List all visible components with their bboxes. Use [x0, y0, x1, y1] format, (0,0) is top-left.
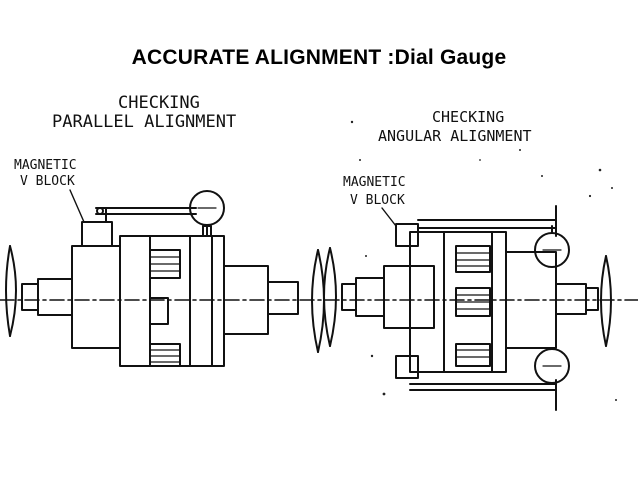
left-coupling-hub — [72, 246, 120, 348]
magnetic-v-block-icon — [82, 222, 112, 246]
r-left-shaft — [356, 278, 384, 316]
scan-specks — [350, 120, 617, 401]
coupling-jaw-bottom — [150, 344, 180, 366]
coupling-half-right — [150, 236, 190, 366]
right-vblock-label: V BLOCK — [350, 193, 405, 208]
right-heading-line2: ANGULAR ALIGNMENT — [378, 127, 532, 145]
coupling-jaw-top — [150, 250, 180, 278]
r-jaw-bottom — [456, 344, 490, 366]
left-heading-line2: PARALLEL ALIGNMENT — [52, 112, 237, 132]
left-shaft — [38, 279, 72, 315]
left-parallel-alignment-diagram — [6, 190, 324, 366]
r-left-shaft-end — [324, 248, 330, 346]
r-magnetic-v-block-bottom — [396, 356, 418, 378]
r-right-shaft-end — [606, 256, 611, 346]
left-heading-line1: CHECKING — [118, 93, 200, 113]
left-hub-flange — [22, 284, 38, 310]
r-magnetic-v-block-top — [396, 224, 418, 246]
right-angular-alignment-diagram — [324, 206, 611, 410]
r-jaw-middle — [456, 288, 490, 316]
slide-title: ACCURATE ALIGNMENT :Dial Gauge — [131, 46, 507, 69]
coupling-half-left — [120, 236, 150, 366]
left-magnetic-label: MAGNETIC — [14, 158, 77, 173]
left-shaft-end — [6, 246, 10, 336]
r-coupling-left — [410, 232, 444, 372]
left-vblock-label: V BLOCK — [20, 174, 75, 189]
right-magnetic-label: MAGNETIC — [343, 175, 406, 190]
dial-gauge-bottom — [535, 349, 569, 383]
coupling-jaw-middle — [150, 298, 168, 324]
r-jaw-top — [456, 246, 490, 272]
label-pointer — [70, 190, 84, 222]
right-heading-line1: CHECKING — [432, 108, 505, 126]
right-shaft — [268, 282, 298, 314]
r-right-shaft — [556, 284, 586, 314]
right-shaft-end — [312, 250, 318, 352]
left-shaft-end-cap — [10, 246, 16, 336]
coupling-right-flange — [212, 236, 224, 366]
